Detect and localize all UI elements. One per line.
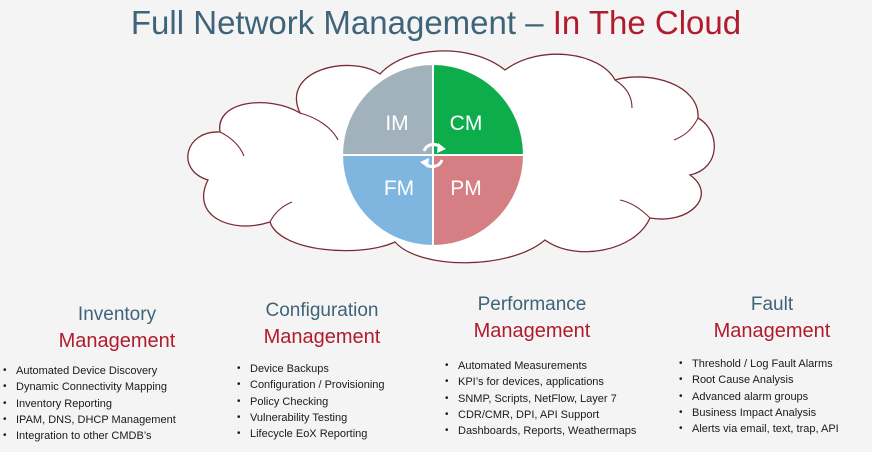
quadrant-label-fm: FM <box>384 177 414 200</box>
heading-line1: Inventory <box>77 304 157 325</box>
list-item: Configuration / Provisioning <box>236 377 385 394</box>
list-item: Lifecycle EoX Reporting <box>236 426 385 443</box>
column-heading: Configuration Management <box>252 298 392 350</box>
heading-line2: Management <box>713 320 831 342</box>
list-item: Business Impact Analysis <box>678 405 839 422</box>
list-item: KPI’s for devices, applications <box>444 374 636 391</box>
list-item: Inventory Reporting <box>2 396 176 413</box>
list-item: SNMP, Scripts, NetFlow, Layer 7 <box>444 391 636 408</box>
list-item: Dashboards, Reports, Weathermaps <box>444 423 636 440</box>
title-main: Full Network Management <box>130 4 517 41</box>
list-item: Alerts via email, text, trap, API <box>678 421 839 438</box>
list-item: Vulnerability Testing <box>236 410 385 427</box>
feature-list: Automated Measurements KPI’s for devices… <box>444 358 636 440</box>
list-item: Device Backups <box>236 361 385 378</box>
column-heading: Performance Management <box>462 292 602 344</box>
heading-line1: Fault <box>750 294 794 315</box>
column-heading: Inventory Management <box>52 302 182 354</box>
list-item: Advanced alarm groups <box>678 389 839 406</box>
heading-line2: Management <box>473 320 591 342</box>
cycle-arrows-icon <box>420 143 446 168</box>
list-item: Root Cause Analysis <box>678 372 839 389</box>
list-item: Automated Device Discovery <box>2 363 176 380</box>
list-item: CDR/CMR, DPI, API Support <box>444 407 636 424</box>
feature-list: Device Backups Configuration / Provision… <box>236 361 385 443</box>
heading-line1: Performance <box>477 294 587 315</box>
quadrant-label-im: IM <box>385 112 408 135</box>
quadrant-label-pm: PM <box>450 177 482 200</box>
feature-list: Automated Device Discovery Dynamic Conne… <box>2 363 176 445</box>
page-title: Full Network Management – In The Cloud <box>0 4 872 42</box>
list-item: Integration to other CMDB’s <box>2 428 176 445</box>
heading-line1: Configuration <box>265 300 379 321</box>
title-dash: – <box>525 4 544 41</box>
list-item: Policy Checking <box>236 394 385 411</box>
list-item: Automated Measurements <box>444 358 636 375</box>
title-accent: In The Cloud <box>552 4 742 41</box>
quadrant-label-cm: CM <box>450 112 483 135</box>
list-item: IPAM, DNS, DHCP Management <box>2 412 176 429</box>
list-item: Dynamic Connectivity Mapping <box>2 379 176 396</box>
feature-list: Threshold / Log Fault Alarms Root Cause … <box>678 356 839 438</box>
column-heading: Fault Management <box>702 292 842 344</box>
heading-line2: Management <box>58 330 176 352</box>
heading-line2: Management <box>263 326 381 348</box>
list-item: Threshold / Log Fault Alarms <box>678 356 839 373</box>
